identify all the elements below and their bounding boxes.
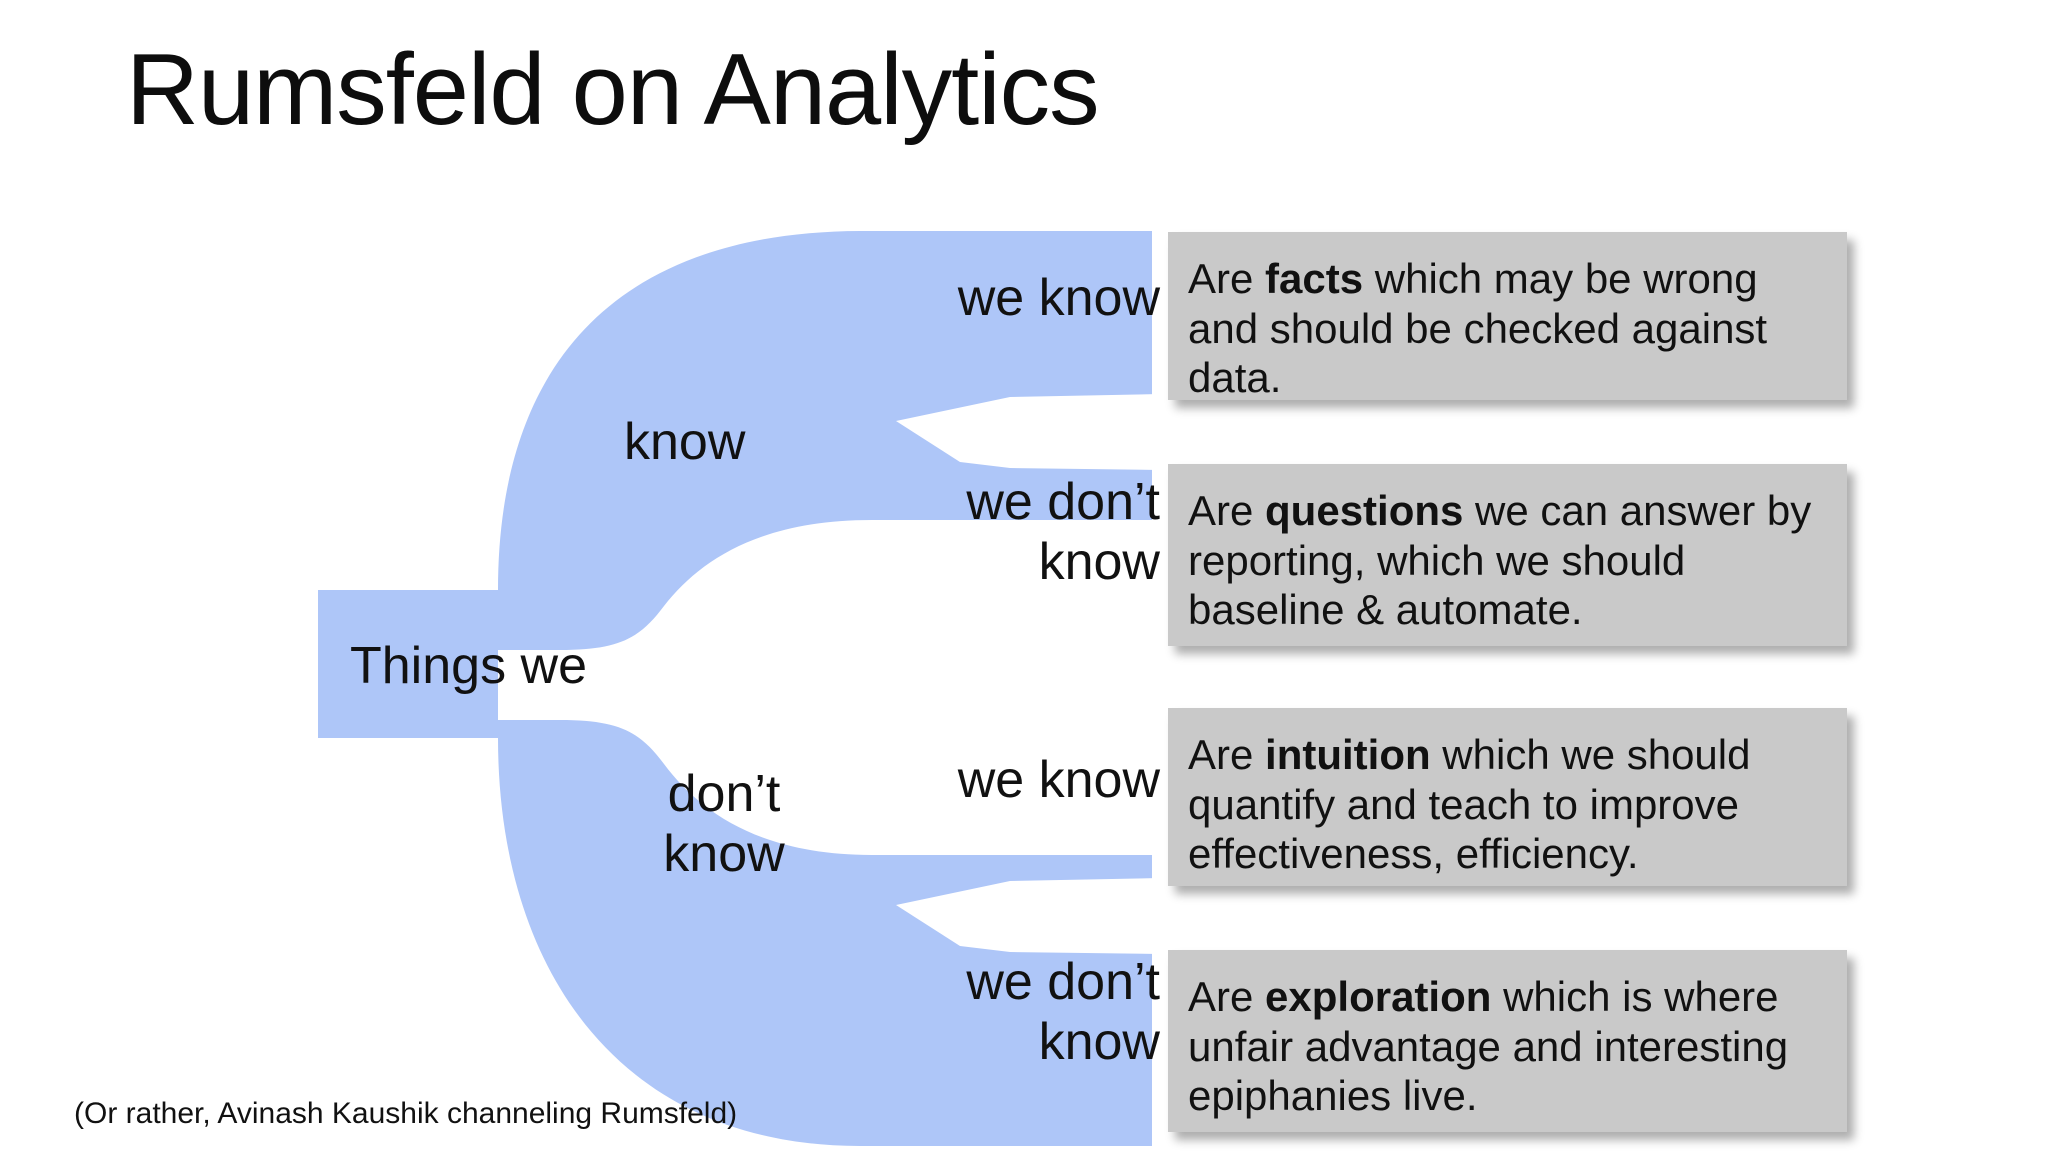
flow-label-leaf-known-knowns: we know [957, 269, 1160, 327]
page-title: Rumsfeld on Analytics [126, 34, 1100, 146]
card-keyword: intuition [1265, 731, 1431, 778]
card-rest-text: which may be wrong and should be checked… [1188, 255, 1768, 402]
outcome-card-exploration: Are exploration which is where unfair ad… [1168, 950, 1847, 1132]
card-keyword: questions [1265, 487, 1464, 534]
flow-center-split [655, 599, 1160, 773]
blue-flow-group [318, 231, 1160, 1146]
outcome-card-questions: Are questions we can answer by reporting… [1168, 464, 1847, 646]
flow-label-branch-dont-know: don’t know [663, 765, 785, 884]
outcome-card-intuition: Are intuition which we should quantify a… [1168, 708, 1847, 886]
flow-label-leaf-unknown-unknowns: we don’t know [966, 953, 1160, 1072]
flow-arm-know [498, 231, 1152, 650]
attribution-footnote: (Or rather, Avinash Kaushik channeling R… [74, 1097, 738, 1130]
flow-label-branch-know: know [624, 413, 746, 471]
flow-arm-dont-know [498, 720, 1152, 1146]
card-keyword: facts [1265, 255, 1364, 302]
card-rest-text: we can answer by reporting, which we sho… [1188, 487, 1812, 634]
flow-label-leaf-unknown-knowns: we know [957, 751, 1160, 809]
flow-split-lower [896, 878, 1160, 954]
flow-split-upper [896, 394, 1160, 470]
flow-trunk [318, 590, 498, 738]
card-rest-text: which is where unfair advantage and inte… [1188, 973, 1789, 1120]
flow-label-root: Things we [350, 637, 587, 695]
card-keyword: exploration [1265, 973, 1492, 1020]
card-lead-text: Are [1188, 487, 1266, 534]
card-lead-text: Are [1188, 731, 1266, 778]
card-rest-text: which we should quantify and teach to im… [1188, 731, 1751, 878]
card-lead-text: Are [1188, 255, 1266, 302]
card-lead-text: Are [1188, 973, 1266, 1020]
flow-label-leaf-known-unknowns: we don’t know [966, 473, 1160, 592]
outcome-card-facts: Are facts which may be wrong and should … [1168, 232, 1847, 402]
